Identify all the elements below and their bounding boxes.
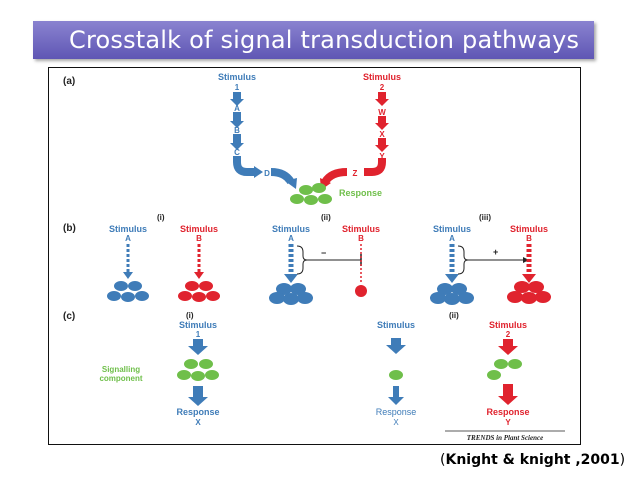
panel-b-iii-left-sub: A (449, 234, 455, 243)
panel-b-i-tag: (i) (157, 213, 165, 222)
panel-a-stimulus-2-num: 2 (380, 83, 385, 92)
panel-c-ii-stim-left: Stimulus (377, 320, 415, 330)
figure-panel: (a) Stimulus 1 Stimulus 2 A B C D (48, 67, 581, 445)
panel-c-i-num: 1 (196, 330, 201, 339)
panel-b-ii-left: Stimulus (272, 224, 310, 234)
citation-close-paren: ) (619, 452, 626, 468)
panel-c-label: (c) (63, 311, 75, 322)
panel-c-i-arrow-1 (188, 339, 208, 355)
crosstalk-diagram: (a) Stimulus 1 Stimulus 2 A B C D (63, 72, 565, 442)
panel-b-ii-right: Stimulus (342, 224, 380, 234)
panel-c-i-response: Response (176, 407, 219, 417)
panel-b-iii-blue-dots (430, 283, 474, 305)
panel-c-i-arrow-2 (188, 386, 208, 406)
panel-a-stimulus-2: Stimulus (363, 72, 401, 82)
panel-c-ii-resp-right: Response (486, 407, 529, 417)
panel-c-ii-red-arrow-2 (498, 384, 518, 405)
panel-b-i-blue-dots (107, 281, 149, 302)
panel-a-response: Response (339, 188, 382, 198)
citation-text: Knight & knight ,2001 (445, 452, 620, 468)
panel-c-ii-stim-right: Stimulus (489, 320, 527, 330)
citation: (Knight & knight ,2001) (440, 452, 625, 468)
panel-b-i-left: Stimulus (109, 224, 147, 234)
panel-a-label: (a) (63, 76, 75, 87)
panel-c-ii-resp-left: Response (376, 407, 417, 417)
slide-title: Crosstalk of signal transduction pathway… (69, 26, 580, 54)
panel-c-ii-resp-left-sub: X (393, 418, 399, 427)
panel-b-label: (b) (63, 223, 76, 234)
panel-c-ii-num-right: 2 (506, 330, 511, 339)
panel-b-i-red-dots (178, 281, 220, 302)
panel-b-ii-left-sub: A (288, 234, 294, 243)
panel-b-ii-right-sub: B (358, 234, 364, 243)
panel-b-i-left-sub: A (125, 234, 131, 243)
panel-c-ii-resp-right-sub: Y (505, 418, 511, 427)
slide-title-bar: Crosstalk of signal transduction pathway… (33, 21, 594, 59)
panel-a-step-c: C (234, 148, 240, 157)
panel-a-stimulus-1: Stimulus (218, 72, 256, 82)
panel-a-step-w: W (378, 108, 386, 117)
panel-b-iii-sign: + (493, 247, 498, 257)
panel-c-ii-green-dot (389, 370, 403, 380)
panel-c-component-1: Signalling (102, 365, 140, 374)
panel-c-ii-blue-arrow-1 (386, 338, 406, 354)
panel-a-red-chain (320, 92, 389, 190)
panel-a-step-d: D (264, 169, 270, 178)
citation-open-paren: ( (440, 452, 446, 468)
panel-b-iii-red-dots (507, 281, 551, 304)
panel-a-stimulus-1-num: 1 (235, 83, 240, 92)
panel-a-step-a: A (234, 104, 240, 113)
panel-c-ii-blue-arrow-2 (388, 386, 404, 405)
panel-c-i-green-dots (177, 359, 219, 381)
panel-a-blue-chain (230, 92, 297, 189)
panel-c-ii-green-dots (487, 359, 522, 380)
panel-a-response-dots (290, 183, 332, 205)
panel-c-component-2: component (99, 374, 142, 383)
panel-b-ii-sign: − (321, 248, 326, 258)
panel-c-i-stimulus: Stimulus (179, 320, 217, 330)
panel-a-step-x: X (379, 130, 385, 139)
panel-c-i-tag: (i) (186, 311, 194, 320)
panel-b-i-right: Stimulus (180, 224, 218, 234)
panel-a-step-y: Y (379, 152, 385, 161)
panel-b-iii-tag: (iii) (479, 213, 491, 222)
panel-a-step-b: B (234, 126, 240, 135)
figure-credit: TRENDS in Plant Science (467, 434, 543, 442)
panel-c-ii-tag: (ii) (449, 311, 459, 320)
panel-a-step-z: Z (353, 169, 358, 178)
panel-b-iii-left: Stimulus (433, 224, 471, 234)
panel-b-i-right-sub: B (196, 234, 202, 243)
panel-b-ii-tag: (ii) (321, 213, 331, 222)
panel-b-iii-right-sub: B (526, 234, 532, 243)
panel-c-ii-red-arrow-1 (498, 339, 518, 355)
panel-b-ii-blue-dots (269, 283, 313, 305)
panel-b-iii-right: Stimulus (510, 224, 548, 234)
panel-c-i-response-sub: X (195, 418, 201, 427)
panel-b-ii-red-dot (355, 285, 367, 297)
